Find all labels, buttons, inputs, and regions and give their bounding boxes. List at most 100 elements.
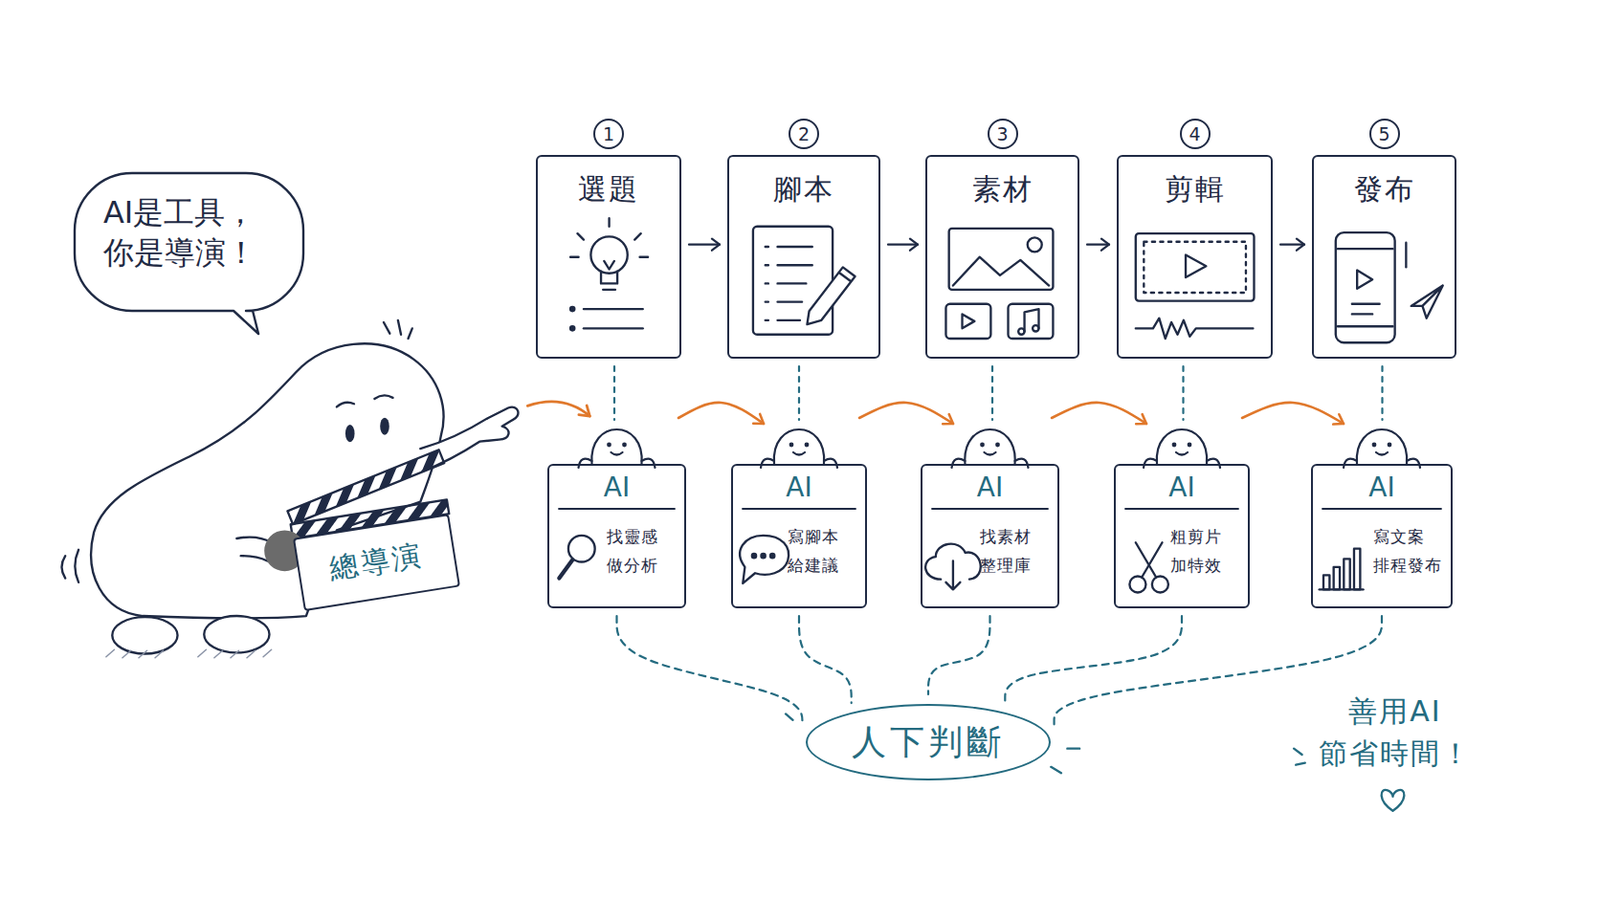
lightbulb-icon [570, 218, 648, 331]
helper-link [613, 366, 616, 421]
publish-icon [1335, 232, 1444, 343]
media-icon [945, 304, 991, 339]
film-icon [1185, 255, 1206, 278]
step-arrow [1280, 244, 1305, 246]
helper-link [1380, 366, 1383, 421]
media-icon [949, 228, 1054, 290]
ai-helper-card: AI 找素材 整理庫 [920, 464, 1060, 609]
step-number: 1 [593, 118, 624, 150]
helper-face [1372, 443, 1378, 448]
ai-helper-faces [558, 429, 1442, 510]
publish-icon [1411, 286, 1444, 319]
bubble-outline [74, 173, 304, 334]
judgement-link [928, 616, 991, 695]
media-icon [1032, 325, 1039, 332]
step-title: 剪輯 [1118, 170, 1271, 210]
step-card: 4剪輯 [1116, 155, 1273, 359]
step-card: 3素材 [925, 155, 1080, 359]
chat-icon [739, 535, 789, 584]
pointing-arrow [527, 401, 590, 417]
helper-face [793, 452, 805, 456]
ai-helper-card: AI寫文案 排程發布 [1311, 464, 1453, 609]
step-card: 2腳本 [727, 155, 881, 359]
ai-heading: AI [1115, 466, 1248, 505]
helper-face [964, 429, 1015, 465]
lightbulb-icon [600, 261, 618, 290]
ai-helper-card: AI 粗剪片 加特效 [1113, 464, 1250, 609]
script-icon [753, 226, 856, 335]
step-arrow [888, 244, 918, 246]
helper-face [558, 508, 675, 511]
mascot-character [374, 395, 393, 399]
judgement-link [1054, 616, 1382, 727]
decoration-ticks [1381, 790, 1405, 812]
lightbulb-icon [570, 326, 575, 331]
mascot-character [383, 320, 413, 339]
ai-task: 寫腳本 給建議 [787, 523, 856, 581]
scissors-icon [1135, 542, 1163, 578]
helper-link [798, 366, 800, 421]
helper-face [1322, 508, 1442, 511]
ai-helper-card: AI 找靈感 做分析 [547, 464, 687, 609]
ai-task: 粗剪片 加特效 [1170, 523, 1239, 581]
step-title: 素材 [927, 170, 1078, 210]
helper-face [622, 443, 627, 448]
ai-heading: AI [549, 466, 685, 505]
bar-chart-icon [1333, 567, 1340, 590]
handoff-arrow [1242, 402, 1344, 424]
judgement-link [617, 616, 803, 727]
clapperboard: 總導演 [292, 513, 461, 612]
step-number: 2 [788, 118, 820, 150]
magnifier-icon [558, 535, 595, 579]
scissors-icon [1129, 542, 1169, 593]
bar-chart-icon [1319, 549, 1364, 591]
media-icon [945, 228, 1053, 339]
mascot-character [90, 343, 444, 619]
ai-heading: AI [922, 466, 1058, 505]
lightbulb-icon [570, 218, 648, 258]
helper-face [1387, 443, 1393, 448]
publish-icon [1335, 232, 1396, 343]
helper-face [1187, 443, 1193, 448]
helper-face [1172, 443, 1178, 448]
helper-link [991, 366, 994, 421]
handoff-arrow [859, 402, 954, 424]
step-number: 5 [1369, 118, 1400, 150]
media-icon [1018, 328, 1024, 334]
helper-face [979, 443, 985, 448]
ai-task: 找素材 整理庫 [979, 523, 1048, 581]
step-title: 選題 [537, 170, 680, 210]
helper-face [984, 452, 997, 456]
mascot-character [336, 402, 355, 408]
media-icon [1027, 237, 1043, 252]
ai-task: 寫文案 排程發布 [1373, 523, 1442, 581]
lightbulb-icon [583, 327, 644, 330]
bar-chart-icon [1343, 558, 1350, 590]
handoff-arrow [678, 402, 764, 424]
decision-oval: 人下判斷 [805, 704, 1051, 781]
publish-icon [1337, 248, 1394, 327]
media-icon [1008, 304, 1054, 339]
mascot-character [62, 320, 519, 659]
speech-text: AI是工具， 你是導演！ [103, 193, 275, 273]
chat-icon [770, 554, 775, 558]
cloud-download-icon [945, 560, 960, 590]
media-icon [1024, 309, 1040, 332]
connector-layer [614, 244, 1383, 727]
slogan-label: 善用AI 節省時間！ [1309, 690, 1482, 775]
helper-link [1181, 366, 1184, 421]
helper-face [611, 452, 623, 456]
lightbulb-icon [583, 308, 644, 311]
step-card: 5發布 [1311, 155, 1457, 359]
scissors-icon [1152, 576, 1169, 593]
film-icon [1143, 242, 1246, 293]
step-card: 1選題 [535, 155, 682, 359]
helper-face [591, 429, 642, 465]
step-title: 發布 [1313, 170, 1455, 210]
publish-icon [1356, 270, 1373, 289]
ai-task: 找靈感 做分析 [606, 523, 675, 581]
step-number: 4 [1179, 118, 1211, 150]
judgement-link [1004, 616, 1182, 704]
chat-icon [739, 535, 789, 584]
mascot-character [345, 424, 356, 443]
